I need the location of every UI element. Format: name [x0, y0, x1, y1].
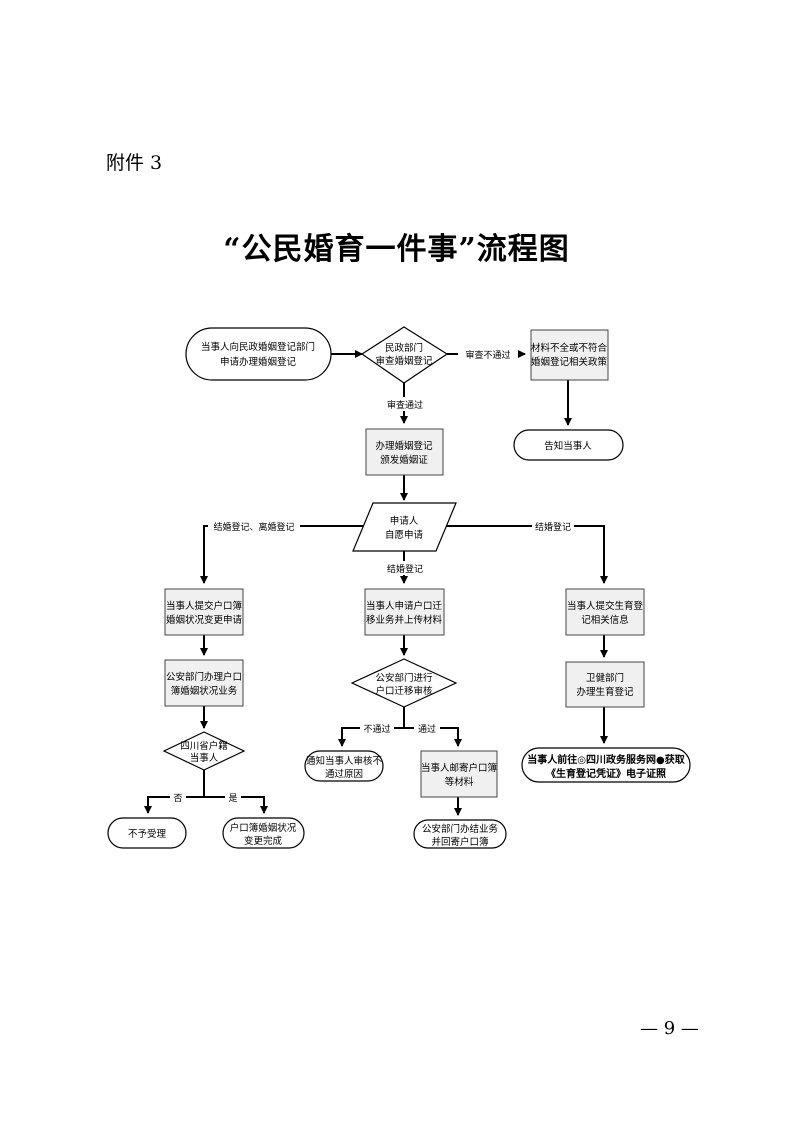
page-number: — 9 — [640, 1018, 699, 1039]
svg-text:办理婚姻登记: 办理婚姻登记 [375, 440, 433, 452]
svg-text:户口簿婚姻状况: 户口簿婚姻状况 [230, 822, 297, 834]
svg-text:审查婚姻登记: 审查婚姻登记 [375, 355, 433, 367]
node-notify: 告知当事人 [513, 429, 624, 461]
svg-text:申请办理婚姻登记: 申请办理婚姻登记 [220, 356, 297, 368]
svg-text:自愿申请: 自愿申请 [385, 529, 424, 541]
svg-text:办理生育登记: 办理生育登记 [576, 686, 634, 698]
edge-label-no: 否 [173, 793, 182, 804]
svg-text:申请人: 申请人 [390, 515, 419, 527]
edge-label-not-pass: 不通过 [363, 723, 390, 735]
edge-label-yes: 是 [228, 793, 237, 804]
node-done: 户口簿婚姻状况 变更完成 [222, 817, 305, 849]
node-reject: 不予受理 [107, 817, 187, 849]
svg-text:并回寄户口簿: 并回寄户口簿 [431, 836, 489, 848]
svg-text:民政部门: 民政部门 [385, 342, 423, 354]
svg-text:当事人前往◎四川政务服务网●获取: 当事人前往◎四川政务服务网●获取 [527, 753, 685, 766]
svg-text:不予受理: 不予受理 [128, 828, 167, 840]
annex-label: 附件 3 [106, 152, 163, 174]
svg-text:婚姻状况变更申请: 婚姻状况变更申请 [166, 614, 243, 626]
svg-text:告知当事人: 告知当事人 [544, 440, 592, 452]
edge-label-pass: 审查通过 [387, 399, 423, 411]
svg-text:簿婚姻状况业务: 簿婚姻状况业务 [171, 685, 238, 697]
svg-text:通过原因: 通过原因 [325, 768, 363, 780]
node-mid-review-decision: 公安部门进行 户口迁移审核 [350, 658, 458, 708]
svg-text:当事人向民政婚姻登记部门: 当事人向民政婚姻登记部门 [201, 341, 315, 353]
edge-sichuan-done [204, 796, 268, 814]
svg-text:四川省户籍: 四川省户籍 [180, 740, 228, 752]
node-register: 办理婚姻登记 颁发婚姻证 [365, 428, 444, 476]
node-fail-notice: 通知当事人审核不 通过原因 [304, 750, 384, 782]
svg-text:记相关信息: 记相关信息 [581, 614, 629, 626]
edge-label-right-branch: 结婚登记 [535, 521, 571, 533]
node-mid-apply: 当事人申请户口迁 移业务并上传材料 [364, 588, 445, 636]
svg-text:材料不全或不符合: 材料不全或不符合 [531, 342, 608, 354]
edge-voluntary-right [445, 525, 608, 584]
node-apply: 当事人向民政婚姻登记部门 申请办理婚姻登记 [185, 327, 332, 381]
node-return: 公安部门办结业务 并回寄户口簿 [413, 819, 507, 849]
svg-text:卫健部门: 卫健部门 [586, 672, 624, 684]
svg-text:颁发婚姻证: 颁发婚姻证 [380, 454, 428, 466]
edge-label-left-branch: 结婚登记、离婚登记 [213, 521, 294, 533]
node-mail: 当事人邮寄户口簿 等材料 [420, 750, 498, 798]
edge-label-mid-branch: 结婚登记 [387, 563, 423, 575]
svg-text:移业务并上传材料: 移业务并上传材料 [366, 614, 443, 626]
svg-text:等材料: 等材料 [445, 776, 474, 788]
page-title: “公民婚育一件事”流程图 [223, 232, 570, 267]
svg-text:当事人: 当事人 [190, 752, 219, 764]
node-cert: 当事人前往◎四川政务服务网●获取 《生育登记凭证》电子证照 [521, 747, 691, 783]
connectors [144, 350, 608, 816]
edge-labels: 审查不通过 审查通过 结婚登记、离婚登记 结婚登记 结婚登记 不通过 通过 否 … [170, 347, 574, 804]
node-voluntary: 申请人 自愿申请 [352, 502, 457, 552]
svg-text:公安部门办结业务: 公安部门办结业务 [422, 823, 499, 835]
node-incomplete: 材料不全或不符合 婚姻登记相关政策 [530, 329, 609, 381]
edge-voluntary-left [200, 525, 365, 584]
node-health: 卫健部门 办理生育登记 [565, 661, 645, 708]
svg-text:当事人申请户口迁: 当事人申请户口迁 [366, 600, 443, 612]
svg-text:公安部门办理户口: 公安部门办理户口 [166, 671, 242, 683]
node-left-submit: 当事人提交户口簿 婚姻状况变更申请 [164, 588, 244, 636]
node-left-police: 公安部门办理户口 簿婚姻状况业务 [164, 659, 244, 707]
node-review-decision: 民政部门 审查婚姻登记 [360, 326, 449, 384]
svg-text:《生育登记凭证》电子证照: 《生育登记凭证》电子证照 [546, 767, 666, 780]
edge-label-fail: 审查不通过 [465, 349, 510, 361]
svg-text:当事人提交生育登: 当事人提交生育登 [567, 600, 644, 612]
svg-text:公安部门进行: 公安部门进行 [375, 672, 433, 684]
svg-text:婚姻登记相关政策: 婚姻登记相关政策 [531, 356, 608, 368]
svg-text:户口迁移审核: 户口迁移审核 [375, 685, 433, 697]
edge-label-passed: 通过 [418, 723, 436, 735]
svg-text:当事人提交户口簿: 当事人提交户口簿 [166, 600, 243, 612]
node-right-submit: 当事人提交生育登 记相关信息 [565, 588, 645, 636]
svg-text:变更完成: 变更完成 [244, 835, 283, 847]
node-sichuan-decision: 四川省户籍 当事人 [162, 731, 246, 771]
svg-text:当事人邮寄户口簿: 当事人邮寄户口簿 [421, 762, 498, 774]
svg-text:通知当事人审核不: 通知当事人审核不 [306, 755, 383, 767]
